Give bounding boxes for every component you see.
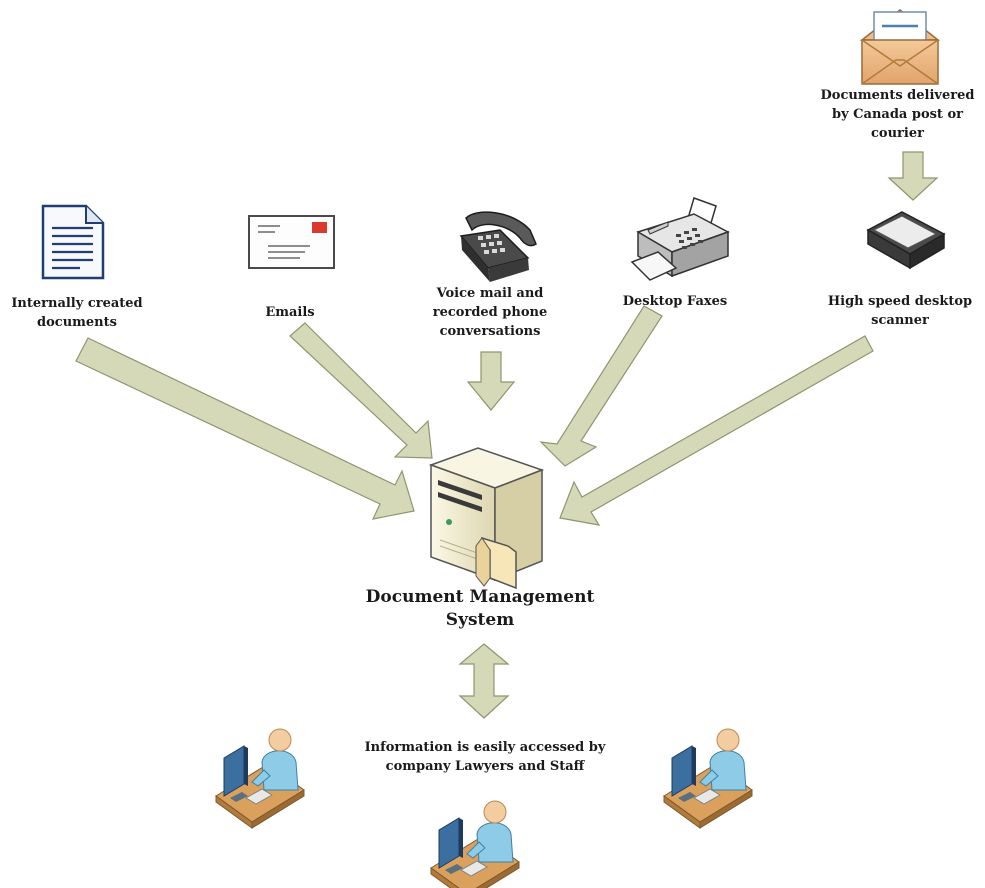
envelope-icon	[248, 215, 335, 269]
label-emails: Emails	[265, 305, 315, 320]
server-icon	[428, 447, 545, 590]
arrow-documents-to-dms	[75, 337, 415, 520]
label-internally-created-documents: Internally created documents	[11, 296, 143, 330]
user-workstation-icon-right	[663, 728, 753, 829]
label-desktop-faxes: Desktop Faxes	[622, 294, 728, 309]
open-envelope-icon	[859, 9, 941, 85]
arrow-faxes-to-dms	[539, 305, 663, 467]
user-workstation-icon-left	[215, 728, 305, 829]
arrow-mail-to-scanner	[887, 151, 939, 201]
label-document-management-system: Document Management System	[365, 587, 595, 630]
user-workstation-icon-center	[430, 800, 520, 888]
label-information-access: Information is easily accessed by compan…	[364, 740, 606, 774]
label-documents-delivered: Documents delivered by Canada post or co…	[820, 88, 975, 141]
arrow-emails-to-dms	[289, 322, 433, 459]
arrow-scanner-to-dms	[559, 335, 874, 526]
scanner-icon	[866, 211, 946, 270]
telephone-icon	[459, 211, 537, 282]
arrow-voice-to-dms	[466, 351, 516, 411]
label-voice-mail: Voice mail and recorded phone conversati…	[432, 286, 548, 339]
document-icon	[41, 204, 105, 280]
label-high-speed-scanner: High speed desktop scanner	[827, 294, 973, 328]
arrow-dms-access-bidirectional	[458, 643, 510, 719]
fax-machine-icon	[630, 197, 730, 281]
